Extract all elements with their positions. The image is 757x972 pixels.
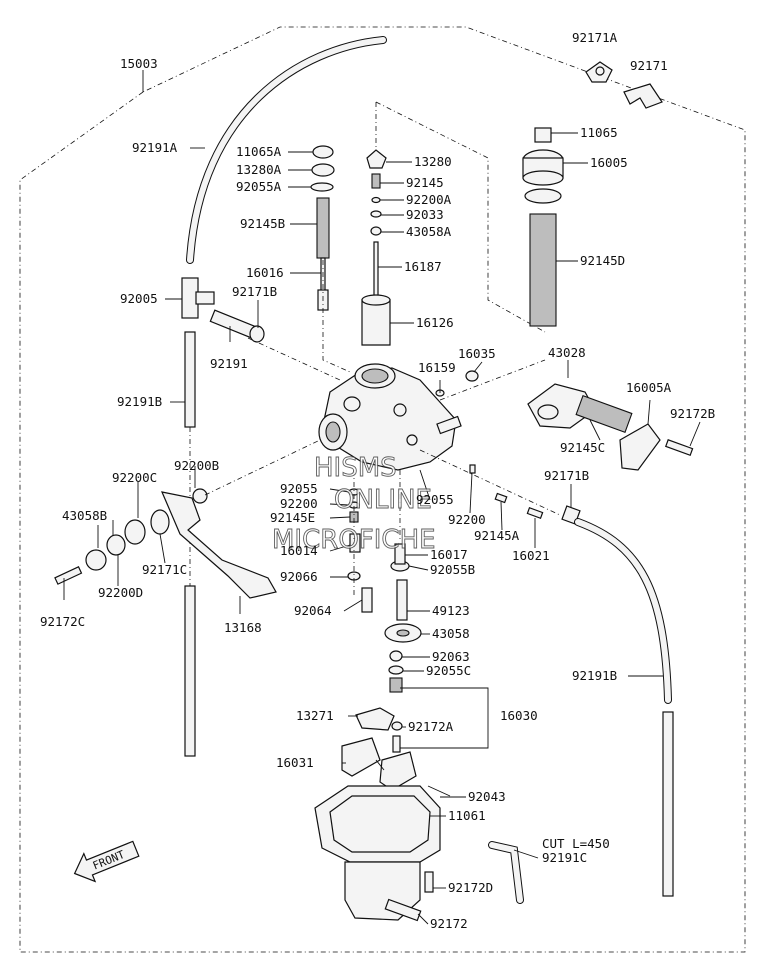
label-92172c: 92172C bbox=[40, 614, 85, 629]
watermark-line3: MICROFICHE bbox=[272, 525, 436, 555]
label-15003: 15003 bbox=[120, 56, 158, 71]
float-bowl-11061 bbox=[314, 785, 451, 922]
hose-92191 bbox=[209, 309, 265, 343]
watermark-line1: HISMS bbox=[314, 453, 397, 483]
label-92005: 92005 bbox=[120, 291, 158, 306]
label-16031: 16031 bbox=[276, 755, 314, 770]
label-92172a: 92172A bbox=[408, 719, 454, 734]
label-11065a: 11065A bbox=[236, 144, 282, 159]
label-92145e: 92145E bbox=[270, 510, 315, 525]
label-16187: 16187 bbox=[404, 259, 442, 274]
overflow-hose-92191c bbox=[488, 841, 524, 904]
leader-lines bbox=[63, 70, 701, 925]
float-needle-parts bbox=[355, 707, 403, 753]
float-16031 bbox=[341, 737, 417, 791]
label-92172: 92172 bbox=[430, 916, 468, 931]
hose-92191a bbox=[186, 36, 387, 264]
assembly-boundary bbox=[19, 26, 746, 953]
label-92145b: 92145B bbox=[240, 216, 285, 231]
label-92055-top: 92055 bbox=[280, 481, 318, 496]
label-11065: 11065 bbox=[580, 125, 618, 140]
label-92200b: 92200B bbox=[174, 458, 219, 473]
tee-joint-92005 bbox=[181, 277, 215, 319]
label-92055a: 92055A bbox=[236, 179, 282, 194]
bracket-16030 bbox=[400, 687, 489, 749]
label-43058a: 43058A bbox=[406, 224, 452, 239]
label-13280a: 13280A bbox=[236, 162, 282, 177]
choke-assembly bbox=[522, 127, 564, 327]
label-92063: 92063 bbox=[432, 649, 470, 664]
label-43028: 43028 bbox=[548, 345, 586, 360]
label-92200-left: 92200 bbox=[280, 496, 318, 511]
label-92200c: 92200C bbox=[112, 470, 157, 485]
label-49123: 49123 bbox=[432, 603, 470, 618]
carburetor-body bbox=[318, 363, 479, 471]
jet-assembly bbox=[347, 464, 544, 693]
label-92200d: 92200D bbox=[98, 585, 143, 600]
throttle-stop-lever bbox=[54, 488, 277, 599]
label-92171c: 92171C bbox=[142, 562, 187, 577]
label-92171: 92171 bbox=[630, 58, 668, 73]
label-16005a: 16005A bbox=[626, 380, 672, 395]
label-13280: 13280 bbox=[414, 154, 452, 169]
label-16016: 16016 bbox=[246, 265, 284, 280]
jet-needle-parts bbox=[361, 149, 391, 346]
label-92145: 92145 bbox=[406, 175, 444, 190]
label-43058: 43058 bbox=[432, 626, 470, 641]
label-92055-right: 92055 bbox=[416, 492, 454, 507]
top-right-clips bbox=[585, 61, 663, 109]
label-92145c: 92145C bbox=[560, 440, 605, 455]
label-92191b-right: 92191B bbox=[572, 668, 617, 683]
center-dash-lines bbox=[204, 337, 561, 598]
label-92171b-right: 92171B bbox=[544, 468, 589, 483]
starter-plunger-assembly bbox=[527, 383, 694, 471]
watermark: HISMS ONLINE MICROFICHE bbox=[272, 453, 436, 556]
top-dash-lines bbox=[322, 101, 546, 373]
label-92172d: 92172D bbox=[448, 880, 493, 895]
label-16021: 16021 bbox=[512, 548, 550, 563]
label-16017: 16017 bbox=[430, 547, 468, 562]
label-16159: 16159 bbox=[418, 360, 456, 375]
label-16014: 16014 bbox=[280, 543, 318, 558]
label-92191a: 92191A bbox=[132, 140, 178, 155]
label-92172b: 92172B bbox=[670, 406, 715, 421]
label-92200a: 92200A bbox=[406, 192, 452, 207]
label-92171b-left: 92171B bbox=[232, 284, 277, 299]
label-92066: 92066 bbox=[280, 569, 318, 584]
label-92055c: 92055C bbox=[426, 663, 471, 678]
label-16035: 16035 bbox=[458, 346, 496, 361]
label-11061: 11061 bbox=[448, 808, 486, 823]
label-16126: 16126 bbox=[416, 315, 454, 330]
label-92043: 92043 bbox=[468, 789, 506, 804]
hose-92191b-left bbox=[184, 331, 196, 757]
label-16005: 16005 bbox=[590, 155, 628, 170]
part-labels: 15003 92191A 92005 92191B 92200B 92200C … bbox=[40, 30, 715, 931]
label-43058b: 43058B bbox=[62, 508, 107, 523]
label-16030: 16030 bbox=[500, 708, 538, 723]
label-92191b-left: 92191B bbox=[117, 394, 162, 409]
label-92145a: 92145A bbox=[474, 528, 520, 543]
label-92171a: 92171A bbox=[572, 30, 618, 45]
label-cut-length: CUT L=450 bbox=[542, 836, 610, 851]
throttle-cable-parts bbox=[310, 145, 335, 311]
label-92145d: 92145D bbox=[580, 253, 625, 268]
label-92033: 92033 bbox=[406, 207, 444, 222]
label-92055b: 92055B bbox=[430, 562, 475, 577]
front-direction-arrow: FRONT bbox=[73, 840, 140, 883]
label-92191c: 92191C bbox=[542, 850, 587, 865]
label-92191: 92191 bbox=[210, 356, 248, 371]
watermark-line2: ONLINE bbox=[334, 485, 432, 515]
label-13168: 13168 bbox=[224, 620, 262, 635]
label-13271: 13271 bbox=[296, 708, 334, 723]
label-92064: 92064 bbox=[294, 603, 332, 618]
label-92200-right: 92200 bbox=[448, 512, 486, 527]
hose-92191b-right bbox=[561, 505, 674, 897]
